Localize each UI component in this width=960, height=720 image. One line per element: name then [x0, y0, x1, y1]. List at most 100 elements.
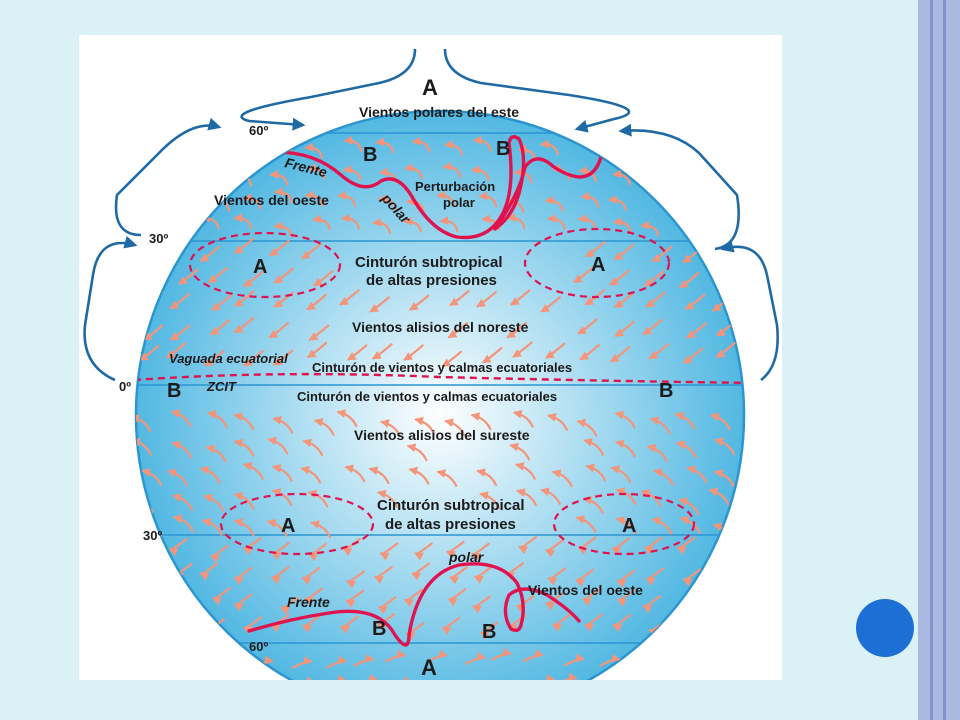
wind-arrow: [714, 437, 735, 456]
wind-arrow: [465, 652, 486, 665]
high-ellipse-se: [552, 492, 696, 556]
wind-arrow: [233, 412, 255, 431]
wind-arrow: [342, 165, 362, 182]
wind-arrow: [676, 536, 696, 555]
wind-arrow: [405, 196, 425, 213]
wind-arrow: [611, 537, 631, 556]
wind-arrow: [268, 322, 289, 339]
wind-arrow: [307, 489, 329, 508]
wind-arrow: [470, 165, 490, 182]
wind-arrow: [156, 97, 174, 105]
label-doldrums-lower: Cinturón de vientos y calmas ecuatoriale…: [297, 389, 557, 404]
wind-arrow: [136, 194, 153, 211]
high-pressure-cells: [188, 227, 696, 556]
wind-arrow: [344, 464, 366, 483]
wind-arrow: [233, 290, 255, 307]
wind-arrow: [376, 489, 398, 508]
wind-arrow: [233, 317, 255, 334]
wind-arrow: [176, 196, 196, 213]
wind-arrow: [539, 139, 559, 156]
label-subtropical-south-2: de altas presiones: [385, 516, 516, 533]
wind-arrow: [686, 322, 707, 339]
wind-arrow: [186, 93, 204, 101]
border-stripe-inner-1: [930, 0, 933, 720]
wind-arrow: [118, 98, 136, 106]
wind-arrow: [312, 214, 331, 231]
wind-arrow: [575, 568, 594, 587]
wind-arrow: [615, 487, 637, 506]
wind-arrow: [141, 468, 162, 486]
wind-arrow: [337, 191, 357, 207]
wind-arrow: [203, 164, 222, 181]
wind-arrow: [436, 469, 458, 487]
wind-arrow: [192, 653, 213, 666]
wind-arrow: [471, 542, 490, 561]
high-ellipse-ne: [523, 227, 671, 299]
wind-arrow: [579, 344, 600, 361]
lat-label-n60: 60º: [249, 123, 268, 138]
wind-arrow: [269, 169, 289, 186]
belt-labels: Vientos polares del este Frente polar Pe…: [169, 104, 643, 610]
wind-arrow: [271, 488, 293, 506]
wind-arrow: [136, 437, 152, 456]
wind-arrow: [242, 193, 262, 210]
wind-arrow: [306, 341, 328, 358]
wind-arrow: [172, 493, 194, 511]
wind-arrow: [174, 594, 194, 613]
wind-arrow: [600, 672, 621, 680]
label-itcz: ZCIT: [206, 379, 237, 394]
wind-arrow: [642, 318, 663, 335]
wind-arrow: [479, 621, 499, 640]
wind-arrow: [243, 537, 262, 556]
label-doldrums-upper: Cinturón de vientos y calmas ecuatoriale…: [312, 360, 572, 375]
pressure-high-ne: A: [591, 254, 605, 276]
wind-arrow: [227, 97, 245, 105]
wind-arrow: [599, 653, 621, 667]
wind-arrow: [342, 537, 361, 557]
wind-arrow: [518, 536, 537, 555]
wind-arrow: [509, 442, 531, 461]
wind-arrow: [710, 614, 730, 633]
wind-arrow: [612, 140, 631, 157]
polar-cell-left: [240, 48, 417, 131]
pressure-high-se: A: [622, 515, 636, 537]
wind-arrow: [165, 342, 187, 359]
wind-arrow: [346, 344, 368, 361]
wind-arrow: [345, 589, 365, 608]
wind-arrow: [310, 520, 331, 538]
pressure-low-eq-w: B: [167, 380, 181, 402]
wind-arrow: [714, 137, 734, 154]
polar-front-south: [247, 562, 581, 647]
wind-arrow: [374, 565, 393, 585]
wind-arrow: [584, 613, 603, 632]
wind-arrow: [343, 135, 363, 152]
wind-arrow: [408, 466, 430, 485]
wind-arrow: [651, 516, 673, 535]
wind-arrow: [205, 444, 227, 463]
wind-arrow: [167, 468, 188, 487]
wind-arrow: [576, 418, 598, 437]
wind-arrow: [212, 587, 231, 606]
label-subtropical-south-1: Cinturón subtropical: [377, 497, 525, 514]
wind-arrow: [449, 566, 468, 585]
wind-arrow: [570, 111, 580, 115]
hadley-cell-left: [83, 235, 138, 382]
pressure-low-front-s2: B: [482, 621, 496, 643]
wind-arrow: [300, 465, 322, 484]
hadley-cell-right: [720, 239, 779, 382]
border-stripe-inner-2: [943, 0, 946, 720]
wind-arrow: [612, 217, 632, 234]
wind-arrow: [395, 93, 413, 101]
label-westerlies-south: Vientos del oeste: [528, 582, 643, 598]
wind-arrow: [614, 410, 636, 429]
itcz-line: [136, 372, 744, 385]
wind-arrow: [271, 464, 293, 482]
wind-arrow: [167, 221, 187, 238]
wind-arrow: [436, 190, 456, 207]
wind-arrow: [547, 412, 568, 431]
wind-arrow: [233, 518, 255, 536]
pressure-low-eq-e: B: [659, 380, 673, 402]
wind-arrow: [272, 415, 294, 434]
wind-arrow: [577, 214, 597, 231]
label-polar-disturbance-2: polar: [443, 195, 475, 210]
